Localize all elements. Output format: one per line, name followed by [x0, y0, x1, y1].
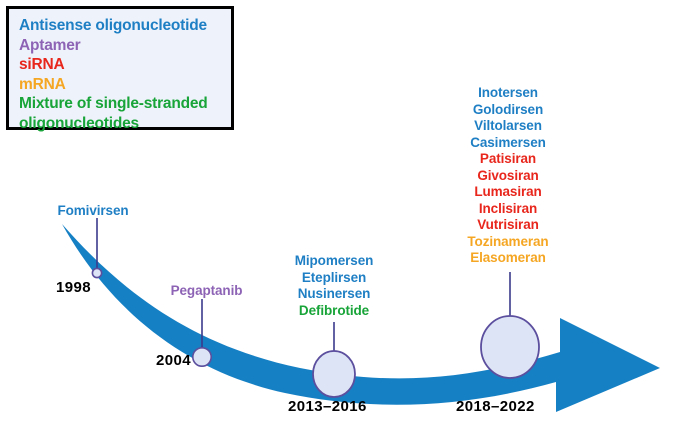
drug-label-inotersen: Inotersen: [478, 85, 538, 100]
legend-item-mixture-line2: oligonucleotides: [19, 114, 139, 132]
legend-item-aptamer: Aptamer: [19, 36, 81, 54]
modality-legend: Antisense oligonucleotide Aptamer siRNA …: [6, 6, 234, 132]
drug-label-givosiran: Givosiran: [477, 167, 539, 183]
drug-label-fomivirsen: Fomivirsen: [57, 203, 129, 218]
connector-2004: [192, 299, 212, 367]
milestone-labels-2018-2022: Inotersen Golodirsen Viltolarsen Casimer…: [434, 85, 582, 267]
milestone-labels-1998: Fomivirsen: [38, 203, 148, 220]
drug-label-pegaptanib: Pegaptanib: [170, 283, 243, 298]
year-label-2004: 2004: [156, 352, 191, 369]
drug-label-nusinersen: Nusinersen: [297, 286, 371, 301]
legend-item-sirna: siRNA: [19, 56, 65, 73]
drug-label-casimersen: Casimersen: [470, 134, 546, 150]
drug-label-patisiran: Patisiran: [479, 151, 537, 166]
connector-1998: [91, 218, 103, 279]
arrow-band-shape: [62, 224, 660, 412]
connector-2018-2022: [480, 272, 540, 379]
drug-label-viltolarsen: Viltolarsen: [474, 118, 542, 133]
drug-label-inclisiran: Inclisiran: [478, 200, 538, 216]
drug-label-eteplirsen: Eteplirsen: [301, 269, 367, 285]
drug-label-lumasiran: Lumasiran: [474, 184, 542, 199]
drug-label-vutrisiran: Vutrisiran: [477, 217, 539, 232]
legend-item-antisense-oligonucleotide: Antisense oligonucleotide: [19, 17, 207, 34]
legend-item-mrna: mRNA: [19, 75, 66, 93]
connector-2013-2016: [312, 322, 356, 398]
year-label-1998: 1998: [56, 279, 91, 296]
drug-label-golodirsen: Golodirsen: [472, 101, 544, 117]
year-label-2013-2016: 2013–2016: [288, 398, 367, 415]
milestone-labels-2004: Pegaptanib: [154, 283, 259, 300]
drug-label-defibrotide: Defibrotide: [298, 302, 370, 318]
milestone-labels-2013-2016: Mipomersen Eteplirsen Nusinersen Defibro…: [264, 253, 404, 319]
drug-label-elasomeran: Elasomeran: [470, 250, 546, 265]
drug-label-tozinameran: Tozinameran: [467, 233, 549, 249]
drug-label-mipomersen: Mipomersen: [294, 253, 374, 268]
legend-item-mixture-line1: Mixture of single-stranded: [19, 95, 208, 112]
year-label-2018-2022: 2018–2022: [456, 398, 535, 415]
